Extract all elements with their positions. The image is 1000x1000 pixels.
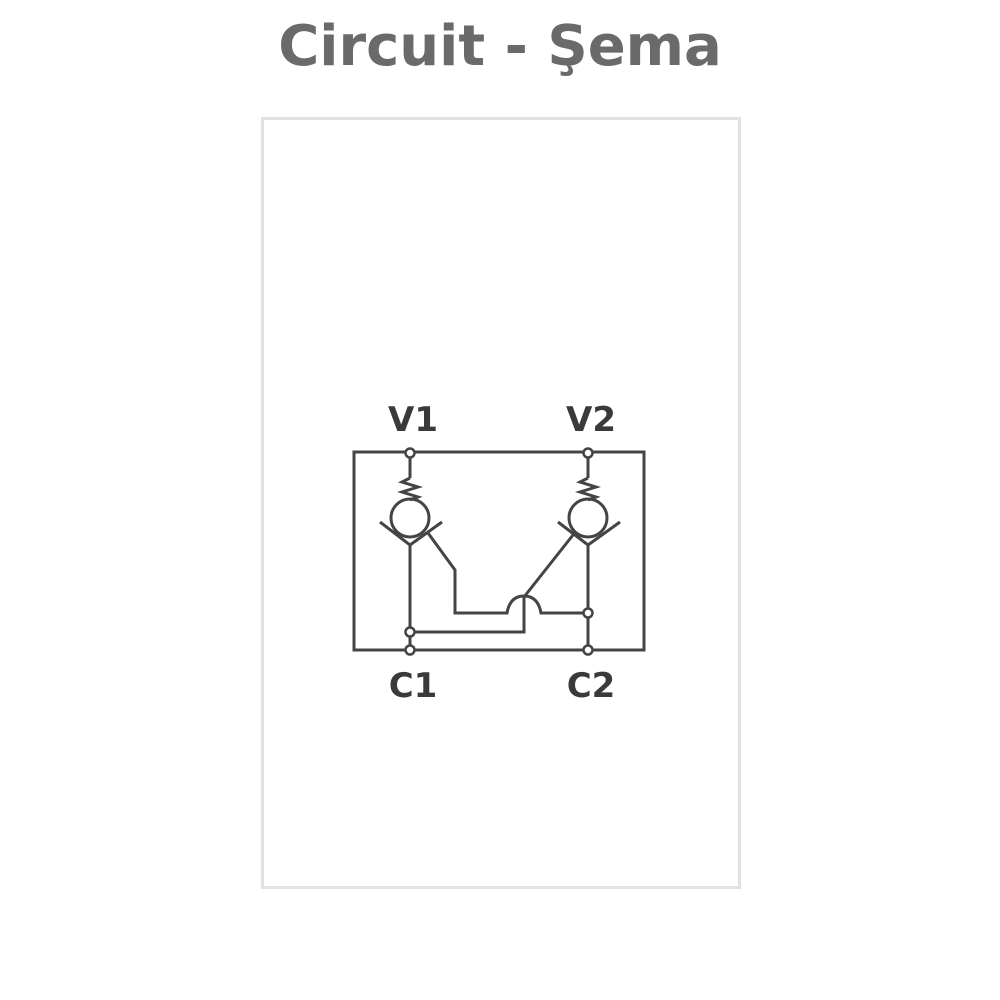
page-title: Circuit - Şema xyxy=(278,14,722,79)
valve-body xyxy=(352,450,646,652)
port-label-v2: V2 xyxy=(566,400,616,440)
junction-node-c2 xyxy=(582,607,594,619)
pilot-line-right xyxy=(410,534,575,634)
diagram-frame xyxy=(261,117,741,889)
port-label-v1: V1 xyxy=(388,400,438,440)
port-node-c2 xyxy=(582,644,594,656)
check-valve-right xyxy=(557,453,621,650)
check-valve-left xyxy=(379,453,443,650)
junction-node-c1 xyxy=(404,626,416,638)
port-label-c2: C2 xyxy=(567,666,616,706)
port-node-c1 xyxy=(404,644,416,656)
port-label-c1: C1 xyxy=(389,666,438,706)
port-node-v1 xyxy=(404,447,416,459)
port-node-v2 xyxy=(582,447,594,459)
